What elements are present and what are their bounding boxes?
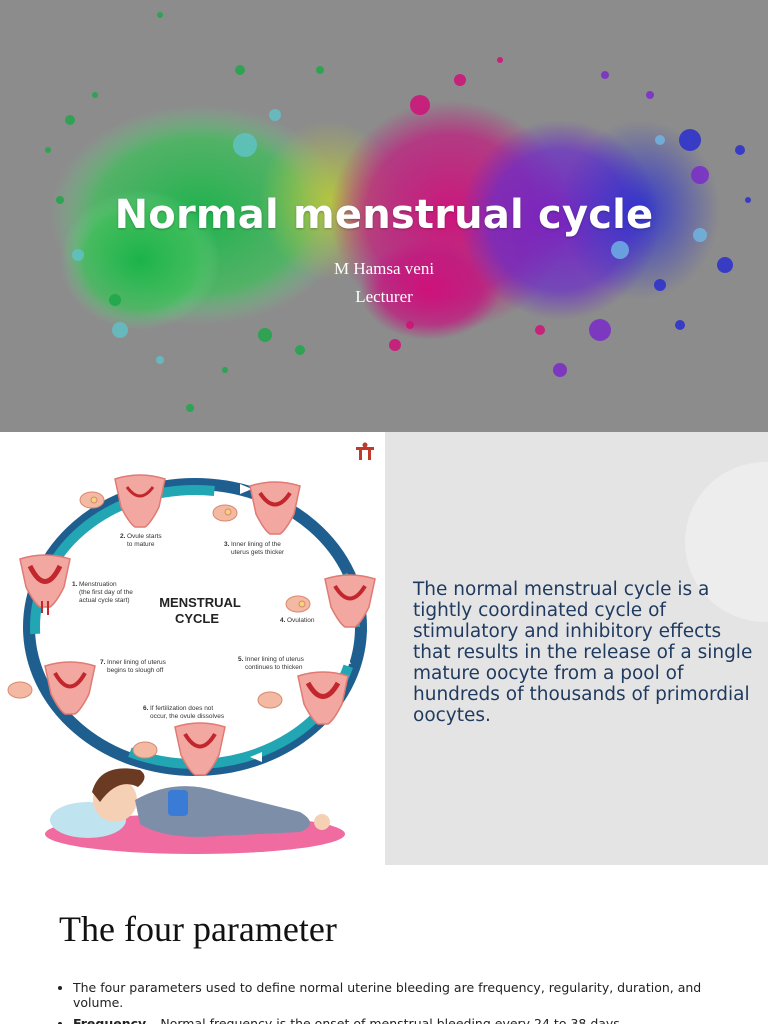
- step-5-text-2: continues to thicken: [245, 664, 303, 671]
- list-item: Frequency – Normal frequency is the onse…: [73, 1016, 713, 1024]
- step-6-num: 6.: [143, 705, 149, 712]
- logo-icon: [356, 442, 374, 460]
- text-panel: [385, 432, 768, 865]
- step-3-num: 3.: [224, 541, 230, 548]
- step-4-text-1: Ovulation: [287, 617, 315, 624]
- parameters-heading: The four parameter: [59, 909, 337, 949]
- step-2-num: 2.: [120, 533, 126, 540]
- bullet-2-label: Frequency: [73, 1016, 147, 1024]
- step-6-text-2: occur, the ovule dissolves: [150, 713, 225, 720]
- bullet-1-text: The four parameters used to define norma…: [73, 980, 702, 1010]
- parameters-list: The four parameters used to define norma…: [55, 980, 713, 1024]
- step-5-text-1: Inner lining of uterus: [245, 656, 305, 663]
- step-7-num: 7.: [100, 659, 106, 666]
- bullet-2-text: – Normal frequency is the onset of menst…: [146, 1016, 620, 1024]
- paint-splash-graphic: [45, 12, 751, 412]
- ovary-icons: [7, 491, 311, 759]
- uterus-icons: [19, 474, 376, 776]
- presentation-title: Normal menstrual cycle: [114, 192, 654, 238]
- cycle-center-label-1: MENSTRUAL: [159, 595, 241, 610]
- step-4-num: 4.: [280, 617, 286, 624]
- author-role: Lecturer: [355, 287, 413, 306]
- step-1-text-3: actual cycle start): [79, 597, 130, 604]
- step-6-text-1: If fertilization does not: [150, 705, 213, 712]
- step-1-text-1: Menstruation: [79, 581, 117, 588]
- step-1-num: 1.: [72, 581, 78, 588]
- step-3-text-2: uterus gets thicker: [231, 549, 285, 556]
- step-7-text-1: Inner lining of uterus: [107, 659, 167, 666]
- title-slide: Normal menstrual cycle M Hamsa veni Lect…: [0, 0, 768, 432]
- step-1-text-2: (the first day of the: [79, 589, 133, 596]
- author-name: M Hamsa veni: [333, 259, 435, 278]
- resting-woman-illustration: [45, 768, 345, 854]
- step-3-text-1: Inner lining of the: [231, 541, 281, 548]
- step-5-num: 5.: [238, 656, 244, 663]
- step-7-text-2: begins to slough off: [107, 667, 163, 674]
- menstrual-cycle-slide: MENSTRUAL CYCLE 2. Ovule starts to matur…: [0, 432, 768, 865]
- parameters-slide: The four parameter The four parameters u…: [0, 865, 768, 1024]
- cycle-center-label-2: CYCLE: [175, 611, 219, 626]
- menstrual-cycle-diagram: MENSTRUAL CYCLE 2. Ovule starts to matur…: [7, 442, 376, 854]
- step-2-text-1: Ovule starts: [127, 533, 162, 540]
- list-item: The four parameters used to define norma…: [73, 980, 713, 1010]
- cycle-description: The normal menstrual cycle is a tightly …: [413, 579, 753, 726]
- step-2-text-2: to mature: [127, 541, 155, 548]
